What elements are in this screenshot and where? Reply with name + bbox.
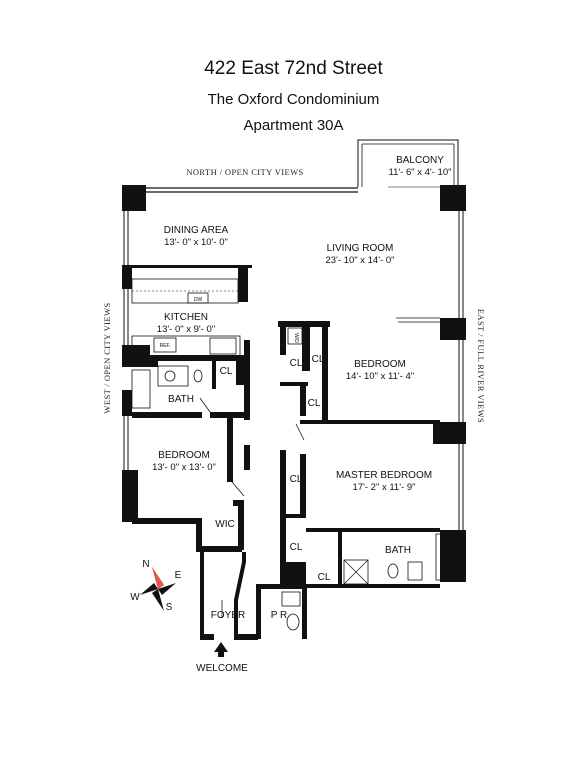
closet-label: CL: [308, 398, 321, 409]
compass-n: N: [142, 559, 149, 570]
west-view-label: WEST / OPEN CITY VIEWS: [102, 302, 112, 413]
bedroom-west-name: BEDROOM: [158, 450, 210, 461]
bath-west-name: BATH: [168, 394, 194, 405]
compass-s: S: [166, 602, 173, 613]
powder-room-name: P R: [271, 610, 288, 621]
room-labels: BALCONY 11'- 6" x 4'- 10" DINING AREA 13…: [152, 155, 451, 621]
closet-label: CL: [290, 358, 303, 369]
wic-name: WIC: [215, 519, 234, 530]
entry-arrow-icon: [214, 642, 228, 657]
kitchen-name: KITCHEN: [164, 312, 208, 323]
foyer-name: FOYER: [211, 610, 245, 621]
dining-dims: 13'- 0" x 10'- 0": [164, 237, 228, 248]
living-dims: 23'- 10" x 14'- 0": [326, 255, 395, 266]
building-name: The Oxford Condominium: [207, 91, 380, 108]
refrigerator-label: REF.: [160, 343, 171, 349]
entry-label: WELCOME: [196, 663, 248, 674]
compass-icon: N E S W: [130, 559, 181, 613]
dishwasher-label: DW: [194, 297, 203, 303]
closet-label: CL: [312, 354, 325, 365]
compass-e: E: [175, 570, 182, 581]
balcony-dims: 11'- 6" x 4'- 10": [388, 167, 451, 178]
north-view-label: NORTH / OPEN CITY VIEWS: [186, 167, 303, 177]
address-title: 422 East 72nd Street: [204, 58, 383, 79]
closet-label: CL: [220, 366, 233, 377]
washer-dryer-label: W/D: [293, 333, 299, 343]
unit-name: Apartment 30A: [243, 117, 344, 134]
compass-w: W: [130, 592, 140, 603]
master-bedroom-dims: 17'- 2" x 11'- 9": [352, 482, 415, 493]
east-view-label: EAST / FULL RIVER VIEWS: [476, 309, 486, 423]
master-bedroom-name: MASTER BEDROOM: [336, 470, 432, 481]
closet-label: CL: [290, 474, 303, 485]
living-name: LIVING ROOM: [327, 243, 394, 254]
bedroom-east-dims: 14'- 10" x 11'- 4": [346, 371, 414, 382]
closet-label: CL: [318, 572, 331, 583]
balcony-name: BALCONY: [396, 155, 444, 166]
dining-name: DINING AREA: [164, 225, 229, 236]
exterior-walls: [122, 185, 466, 582]
closet-label: CL: [290, 542, 303, 553]
balcony: [357, 139, 459, 188]
kitchen-dims: 13'- 0" x 9'- 0": [157, 324, 215, 335]
interior-walls: [122, 265, 459, 640]
master-bath-name: BATH: [385, 545, 411, 556]
bedroom-west-dims: 13'- 0" x 13'- 0": [152, 462, 216, 473]
bedroom-east-name: BEDROOM: [354, 359, 406, 370]
